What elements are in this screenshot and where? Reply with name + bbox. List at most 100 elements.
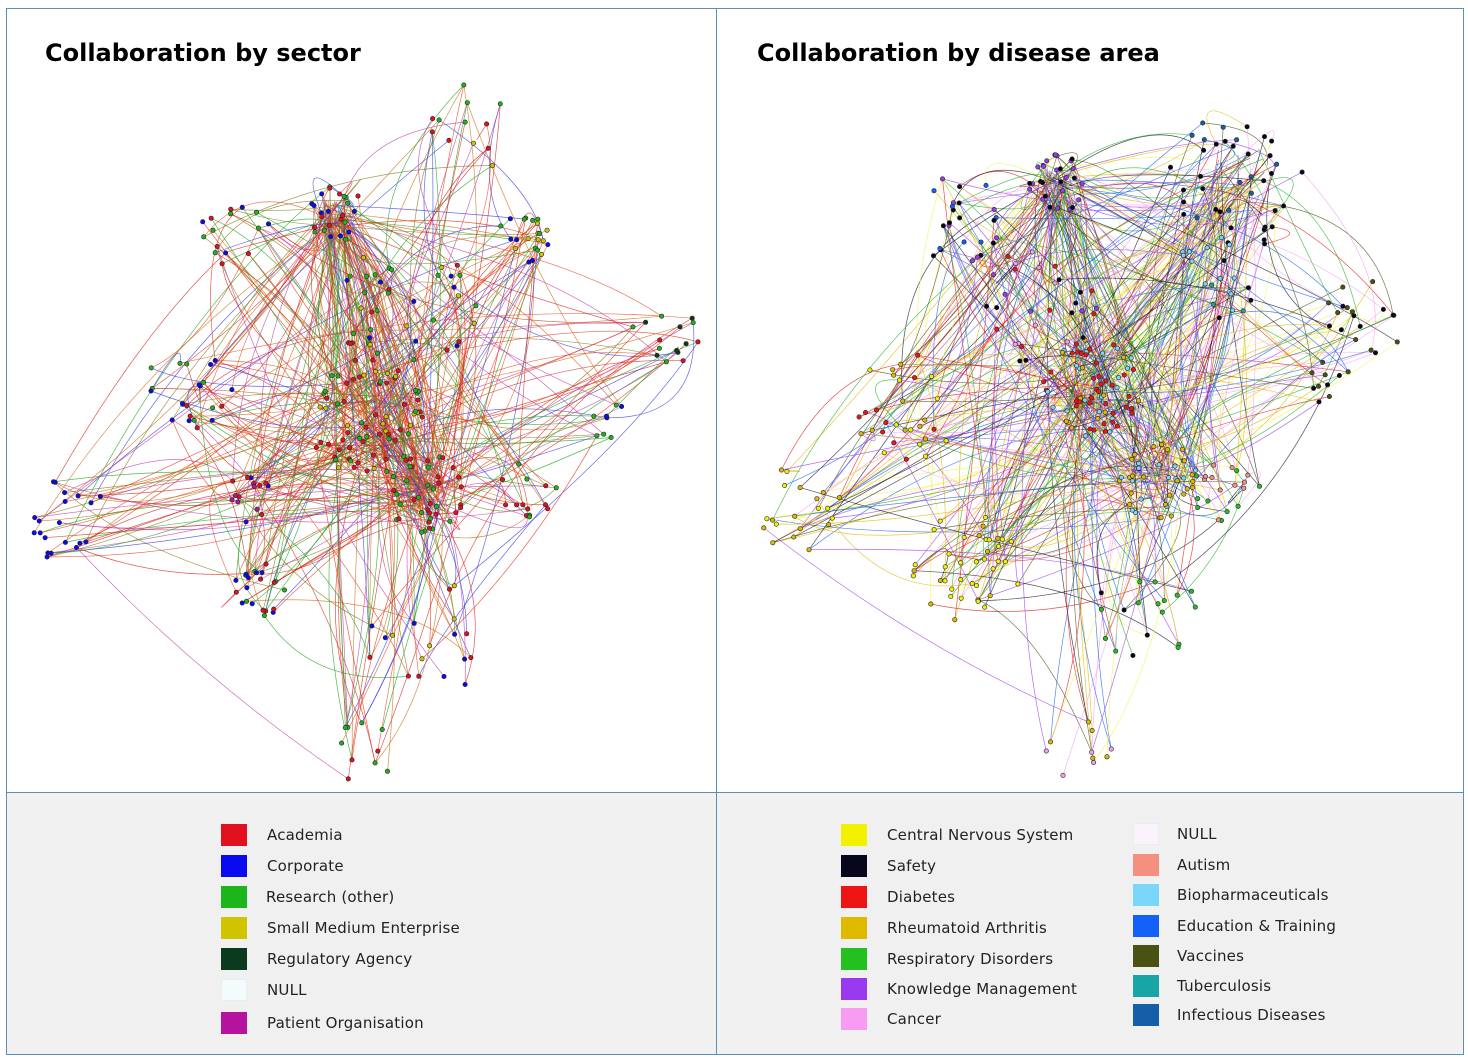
network-node [690, 320, 696, 326]
network-node [319, 191, 325, 197]
network-node [367, 342, 373, 348]
network-node [403, 457, 409, 463]
network-node [969, 580, 975, 586]
legend-swatch [221, 979, 247, 1001]
network-edge [794, 516, 984, 536]
network-node [349, 757, 355, 763]
network-node [1008, 539, 1014, 545]
network-edge [1123, 357, 1185, 495]
network-edge [1042, 154, 1056, 197]
network-node [263, 561, 269, 567]
network-node [347, 340, 353, 346]
network-node [1107, 429, 1113, 435]
network-edge [198, 384, 263, 573]
network-node [361, 372, 367, 378]
network-node [335, 401, 341, 407]
network-node [345, 430, 351, 436]
network-node [1190, 484, 1196, 490]
network-node [200, 219, 206, 225]
network-node [874, 407, 880, 413]
network-edge [1202, 122, 1268, 165]
network-edge [363, 249, 538, 265]
network-node [325, 208, 331, 214]
network-edge [1067, 186, 1344, 307]
network-node [976, 533, 982, 539]
network-node [344, 277, 350, 283]
network-node [1091, 759, 1097, 765]
network-edge [329, 197, 371, 345]
network-edge [1101, 310, 1244, 610]
network-node [1380, 306, 1386, 312]
network-edge [347, 224, 393, 636]
network-node [784, 468, 790, 474]
network-node [439, 264, 445, 270]
network-edge [350, 460, 465, 660]
network-node [212, 250, 218, 256]
network-node [836, 495, 842, 501]
network-edge [1195, 159, 1219, 477]
network-node [893, 422, 899, 428]
network-edge [995, 251, 1033, 284]
network-edge [1096, 178, 1220, 309]
network-node [327, 185, 333, 191]
network-edge [1204, 139, 1235, 166]
legend-label: Research (other) [266, 888, 395, 906]
network-node [1129, 456, 1135, 462]
network-node [435, 272, 441, 278]
network-node [829, 515, 835, 521]
network-node [1336, 372, 1342, 378]
network-edge [932, 241, 965, 430]
network-node [1345, 369, 1351, 375]
network-edge [76, 547, 349, 780]
network-edge [1042, 176, 1206, 477]
network-edge [198, 384, 443, 459]
network-node [1136, 460, 1142, 466]
network-node [391, 488, 397, 494]
network-edge [1168, 247, 1208, 596]
network-edge [235, 212, 350, 581]
network-node [321, 227, 327, 233]
network-edge [264, 615, 409, 678]
network-node [911, 568, 917, 574]
network-node [1231, 275, 1237, 281]
network-node [392, 437, 398, 443]
network-node [447, 518, 453, 524]
network-node [1156, 462, 1162, 468]
network-node [426, 525, 432, 531]
network-edge [212, 230, 417, 515]
network-node [1209, 474, 1215, 480]
network-node [1158, 515, 1164, 521]
network-node [177, 360, 183, 366]
network-node [869, 427, 875, 433]
network-edge [781, 469, 801, 472]
network-node [643, 319, 649, 325]
network-node [326, 222, 332, 228]
network-edge [1046, 197, 1384, 310]
network-edge [939, 309, 1233, 522]
network-node [1165, 447, 1171, 453]
network-edge [1056, 187, 1206, 285]
network-edge [423, 131, 475, 324]
network-node [419, 529, 425, 535]
network-edge [1034, 325, 1102, 388]
network-node [83, 539, 89, 545]
network-node [44, 554, 50, 560]
network-edge [85, 233, 540, 543]
network-node [62, 539, 68, 545]
network-edge [443, 345, 464, 507]
network-node [347, 445, 353, 451]
network-edge [1131, 386, 1319, 460]
network-node [339, 740, 345, 746]
network-node [949, 203, 955, 209]
network-edge [384, 326, 681, 431]
legend-label: Small Medium Enterprise [267, 919, 460, 937]
network-edge [1119, 480, 1148, 636]
network-node [524, 476, 530, 482]
network-node [1155, 601, 1161, 607]
network-node [778, 467, 784, 473]
network-node [1230, 143, 1236, 149]
network-node [867, 367, 873, 373]
network-edge [179, 313, 693, 364]
network-node [1048, 369, 1054, 375]
legend-swatch [221, 948, 247, 970]
